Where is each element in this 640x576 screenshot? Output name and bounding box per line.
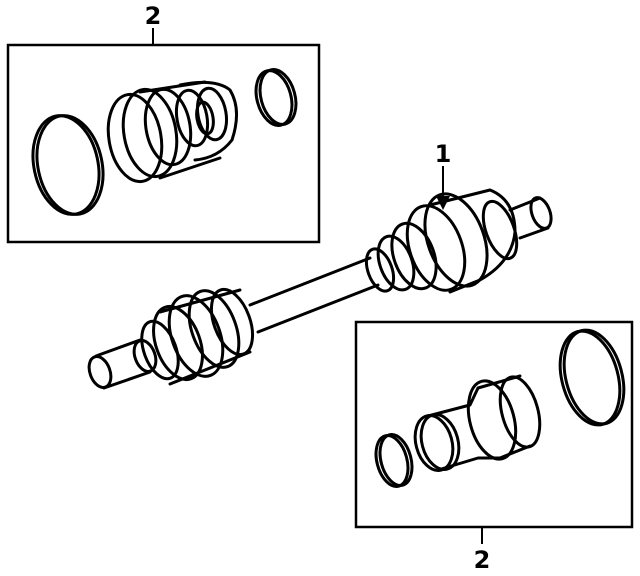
clamp-ring-small-top [254,68,298,127]
cv-boot-bottom [413,374,542,472]
leader-arrowhead-axle [436,196,450,210]
boot-kit-box-bottom [354,320,634,544]
clamp-ring-large-bottom [558,328,626,427]
cv-boot-top [106,80,238,184]
boot-kit-box-top [6,28,321,244]
clamp-ring-small-bottom [374,433,414,488]
axle-shaft-assembly [87,166,553,390]
stub-shaft-right [508,196,553,240]
callout-label-bottom-right: 2 [474,546,491,574]
callout-label-axle: 1 [435,140,452,168]
outer-cv-boot [140,287,255,386]
inner-cv-housing [364,188,519,294]
clamp-ring-large-top [31,114,105,216]
shaft-bar [248,256,380,334]
stub-shaft-left [87,338,158,390]
kit-box-frame-bottom [354,320,634,529]
kit-box-frame-top [6,43,321,244]
callout-label-top-left: 2 [145,2,162,30]
